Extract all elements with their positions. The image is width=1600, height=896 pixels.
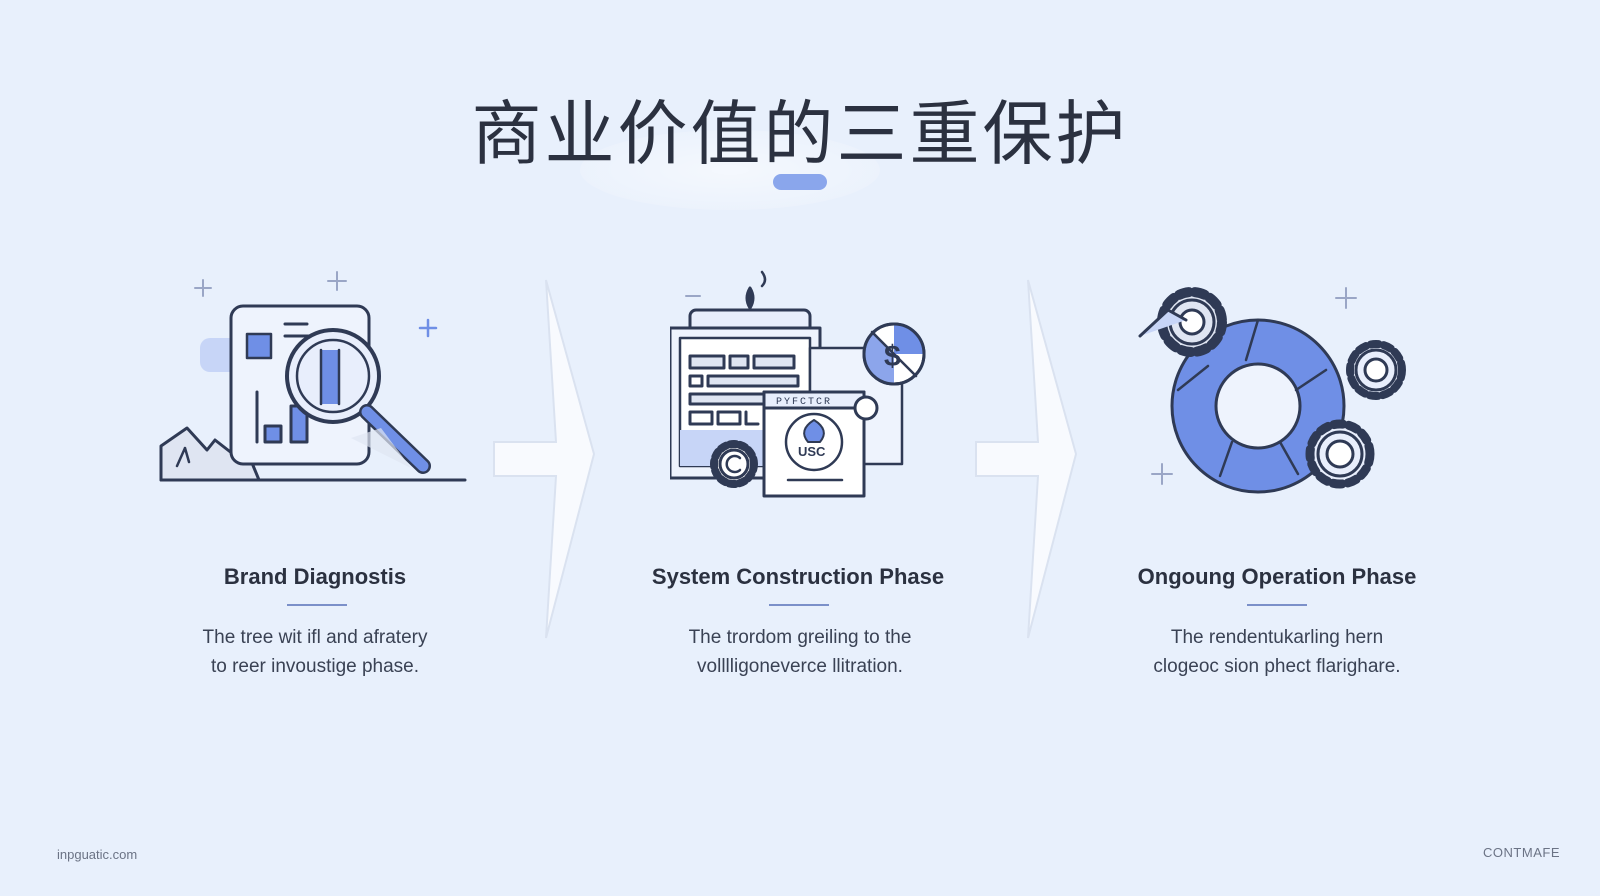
chevron-arrow-icon	[975, 279, 1078, 639]
step-description-3: The rendentukarling hern clogeoc sion ph…	[1153, 627, 1401, 677]
step-description-2: The trordom greiling to the volllligonev…	[688, 627, 912, 677]
step-title-1: Brand Diagnostis	[223, 564, 407, 589]
footer-website: inpguatic.com	[57, 847, 138, 862]
title-accent-bar	[773, 174, 827, 190]
step-divider	[769, 604, 829, 606]
step-divider	[287, 604, 347, 606]
step-title-3: Ongoung Operation Phase	[1137, 564, 1417, 589]
step-divider	[1247, 604, 1307, 606]
blueprint-dashboard-icon: $ PYFCTCR USC	[670, 270, 926, 498]
title-halo	[580, 130, 880, 210]
document-magnifier-icon	[159, 271, 467, 482]
gear-ring-icon	[1138, 287, 1406, 494]
page-title: 商业价值的三重保护	[471, 93, 1129, 175]
footer-label: CONTMAFE	[1483, 845, 1560, 860]
step-description-1: The tree wit ifl and afratery to reer in…	[202, 627, 428, 677]
chevron-arrow-icon	[493, 279, 596, 639]
step-title-2: System Construction Phase	[651, 564, 945, 589]
svg-text:USC: USC	[798, 444, 826, 459]
svg-text:PYFCTCR: PYFCTCR	[776, 397, 832, 408]
